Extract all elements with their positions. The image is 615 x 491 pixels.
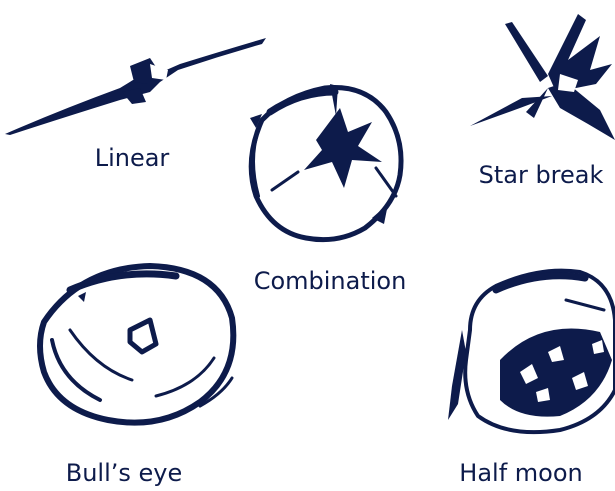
combination-label: Combination	[254, 269, 407, 293]
linear-label: Linear	[95, 146, 170, 170]
star-break-icon	[470, 14, 615, 140]
bulls-eye-icon	[40, 266, 233, 423]
half-moon-icon	[448, 271, 615, 433]
half-moon-label: Half moon	[459, 461, 582, 485]
linear-crack-icon	[5, 38, 266, 135]
star-break-label: Star break	[479, 163, 604, 187]
combination-crack-icon	[250, 84, 401, 240]
bulls-eye-label: Bull’s eye	[66, 461, 183, 485]
